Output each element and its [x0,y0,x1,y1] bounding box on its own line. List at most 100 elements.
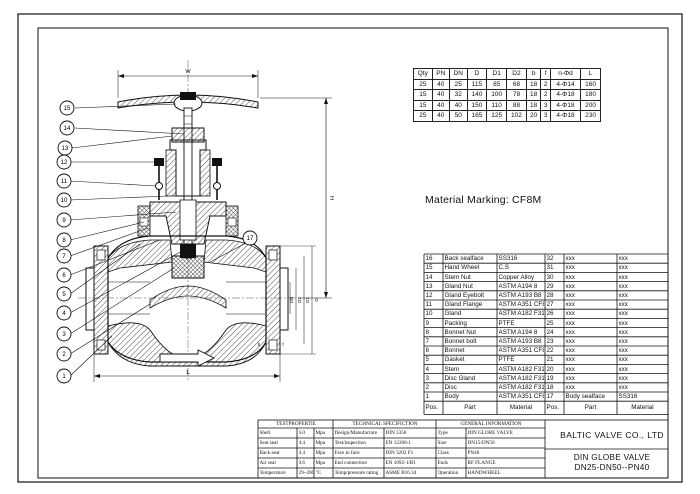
dims-cell: 40 [431,99,450,111]
dims-header-cell: D2 [506,68,527,80]
dims-header-cell: f [540,68,551,80]
dims-cell: 85 [486,78,508,90]
spec-name: Temp/pressure rating [334,470,379,476]
material-cell: 23 [546,338,554,345]
dims-cell: 4-Φ18 [549,110,582,122]
material-header-cell: Material [631,404,654,412]
material-cell: ASTM A193 B8 [498,338,542,345]
info-name: Class [437,450,449,456]
material-cell: xxx [618,292,628,299]
material-cell: 11 [425,301,433,309]
callout-leaders [69,103,249,377]
material-cell: Back sealface [444,255,484,263]
material-cell: ASTM A193 B8 [498,292,542,299]
materials-table-grid [423,253,669,415]
test-unit: Mpa [315,440,326,446]
material-cell: xxx [618,374,628,382]
dims-cell: 125 [486,110,508,122]
material-cell: xxx [618,365,628,373]
dims-cell: 100 [486,89,508,101]
material-cell: Body [444,393,459,401]
dims-cell: 3 [540,99,551,111]
material-cell: 28 [546,292,554,299]
material-header-cell: Part [464,404,476,412]
dims-cell: 160 [580,78,601,90]
material-cell: 19 [546,374,554,382]
test-name: Air seal [259,460,276,466]
dims-header-cell: DN [448,68,468,80]
material-cell: SS316 [618,393,638,401]
material-cell: Stem [444,365,460,373]
material-cell: 17 [546,393,554,401]
outer-frame [17,13,683,483]
dim-label-l: L [186,370,190,376]
material-cell: xxx [565,365,575,373]
material-cell: xxx [565,301,575,309]
material-cell: xxx [565,292,575,299]
material-cell: xxx [565,310,575,318]
dims-cell: 15 [413,99,433,111]
dim-label-h: H [330,196,336,200]
dims-cell: 4-Φ18 [549,99,582,111]
callout-number: 7 [62,254,66,260]
material-cell: xxx [618,319,628,327]
callout-number: 12 [61,160,68,166]
test-name: Temperature [259,470,286,476]
dims-cell: 140 [466,89,488,101]
flow-direction-arrow [159,349,216,367]
dim-label-d2: D2 [297,297,302,303]
material-cell: SS316 [498,255,518,263]
material-cell: xxx [618,255,628,263]
material-cell: Gland Flange [444,301,483,309]
material-cell: ASTM A182 F316 [498,374,544,382]
material-cell: 32 [546,255,554,263]
spec-value: EN 1092-1/B1 [385,460,416,466]
dims-cell: 88 [506,99,527,111]
material-cell: Hand Wheel [444,264,480,272]
test-value: 29~200 [298,470,314,476]
material-cell: 24 [546,328,554,336]
material-cell: 13 [425,282,433,290]
dims-cell: 4-Φ14 [549,78,582,90]
callout-number: 17 [247,236,254,242]
dims-header-cell: Qty [413,68,433,80]
material-cell: ASTM A194 8 [498,328,538,336]
dims-header-cell: L [580,68,601,80]
dims-cell: 32 [448,89,468,101]
dim-label-dn: DN [289,297,294,304]
dims-header-cell: PN [431,68,450,80]
material-cell: xxx [565,384,575,391]
dims-cell: 102 [506,110,527,122]
material-cell: ASTM A351 CF8M [498,347,544,355]
title-block-grid [257,419,669,479]
material-cell: C.S [498,264,510,272]
dims-cell: 115 [466,78,488,90]
material-cell: 30 [546,273,554,281]
test-unit: Mpa [315,460,326,466]
spec-name: Design/Manufacture [334,430,378,436]
material-cell: 8 [425,328,430,336]
dims-cell: 18 [525,78,542,90]
test-properties-header: TESTPROPERTIE [276,421,316,427]
dims-header-cell: D1 [486,68,508,80]
test-name: Shell [259,430,271,436]
material-cell: 16 [425,255,433,263]
material-cell: 21 [546,356,554,364]
info-name: Operation [437,470,459,476]
material-cell: xxx [565,282,575,290]
dims-cell: 4-Φ18 [549,89,582,101]
material-cell: xxx [618,273,628,281]
test-unit: °C [315,470,322,476]
material-header-cell: Pos. [546,404,560,412]
material-cell: Gland Eyebolt [444,292,485,299]
material-cell: xxx [565,319,575,327]
test-value: 4.4 [298,440,305,446]
dims-cell: 25 [448,78,468,90]
dims-cell: 20 [525,110,542,122]
material-cell: 1 [425,393,430,401]
material-cell: xxx [565,356,575,364]
dims-cell: 25 [413,110,433,122]
